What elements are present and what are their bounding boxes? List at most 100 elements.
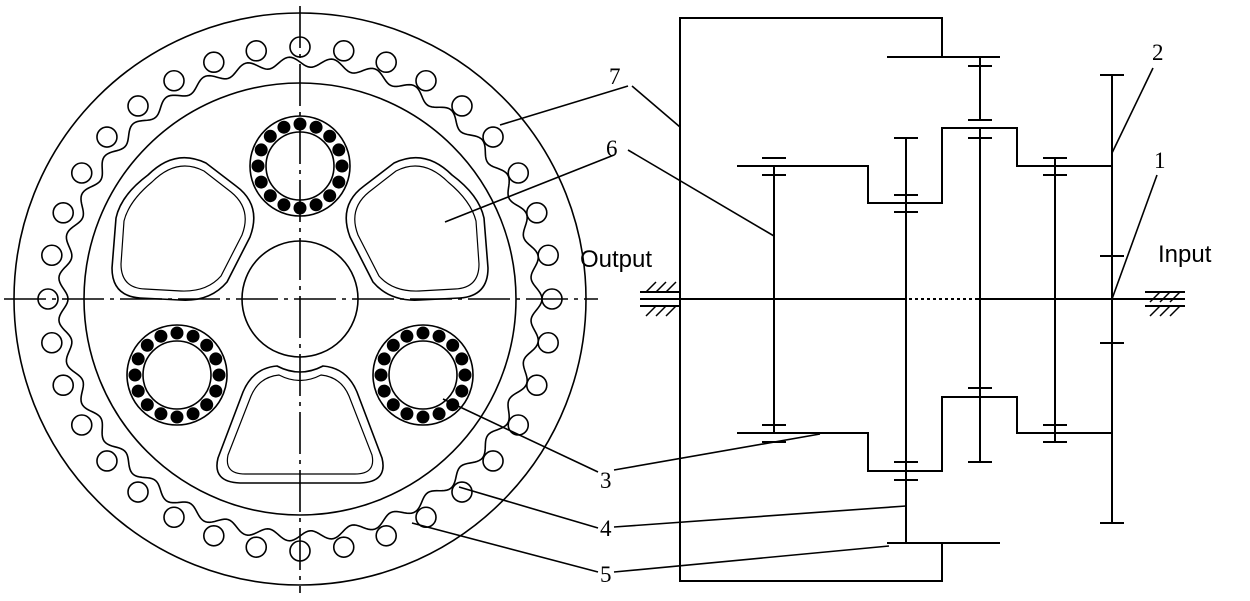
input-label: Input — [1158, 241, 1212, 268]
bearing-ball — [212, 368, 226, 382]
needle-roller — [70, 414, 93, 436]
bearing-ball — [170, 410, 184, 424]
needle-roller — [41, 331, 63, 354]
bearing-ball — [416, 326, 430, 340]
needle-roller — [482, 450, 504, 472]
planet-arm-lower — [737, 396, 1112, 472]
bearing-ball — [263, 189, 277, 203]
needle-roller — [375, 51, 397, 74]
planet-arm-upper — [737, 127, 1112, 204]
bearing-ball — [332, 175, 346, 189]
bearing-ball — [446, 398, 460, 412]
bearing-ball — [128, 368, 142, 382]
output-gear-6 — [762, 157, 786, 443]
bearing-ball — [446, 338, 460, 352]
bearing-ball — [432, 329, 446, 343]
leader-6b — [627, 149, 775, 237]
bearing-ball — [277, 198, 291, 212]
needle-roller — [482, 126, 504, 148]
needle-roller — [332, 40, 355, 62]
leader-lines — [411, 67, 1158, 573]
eccentric-bearing-c — [894, 137, 918, 544]
needle-roller — [163, 69, 185, 92]
leader-2 — [1111, 67, 1154, 154]
part-number-5: 5 — [600, 562, 612, 587]
leader-1 — [1111, 174, 1158, 300]
needle-roller — [537, 331, 559, 354]
bearing-ball — [154, 407, 168, 421]
needle-roller — [96, 126, 118, 148]
leader-6 — [444, 154, 615, 223]
needle-roller — [127, 481, 149, 503]
bearing-bottom-right — [372, 324, 474, 426]
bearing-ball — [186, 329, 200, 343]
needle-roller — [41, 244, 63, 267]
leader-7b — [631, 85, 681, 128]
needle-roller — [52, 374, 75, 396]
bearing-ball — [400, 329, 414, 343]
needle-roller-ring — [37, 36, 563, 562]
lightening-hole-top-right — [345, 156, 489, 301]
needle-roller — [70, 162, 93, 184]
bearing-ball — [309, 120, 323, 134]
needle-roller — [245, 536, 268, 558]
bearing-ball — [154, 329, 168, 343]
bearing-ball — [432, 407, 446, 421]
part-number-1: 1 — [1154, 148, 1166, 173]
output-bearing-symbol — [640, 281, 680, 317]
bearing-ball — [374, 368, 388, 382]
cross-section-view — [4, 6, 598, 593]
needle-roller — [245, 40, 268, 62]
needle-roller — [127, 95, 149, 117]
part-number-2: 2 — [1152, 40, 1164, 65]
needle-roller — [203, 524, 225, 547]
bearing-ball — [332, 143, 346, 157]
bearing-ball — [200, 338, 214, 352]
needle-roller — [415, 69, 437, 92]
bearing-ball — [386, 338, 400, 352]
bearing-ball — [131, 352, 145, 366]
eccentric-bearing-b — [968, 127, 992, 463]
bearing-ball — [323, 129, 337, 143]
bearing-ball — [458, 368, 472, 382]
bearing-ball — [254, 143, 268, 157]
needle-roller — [96, 450, 118, 472]
leader-5b — [613, 545, 890, 573]
bearing-ball — [455, 384, 469, 398]
needle-roller — [163, 506, 185, 529]
needle-roller — [451, 95, 473, 117]
leader-5 — [411, 522, 599, 573]
part-number-6: 6 — [606, 136, 618, 161]
bearing-ball — [140, 398, 154, 412]
bearing-ball — [131, 384, 145, 398]
leader-4 — [458, 486, 599, 529]
bearing-ball — [323, 189, 337, 203]
leader-4b — [613, 505, 907, 528]
part-number-3: 3 — [600, 468, 612, 493]
needle-roller — [525, 374, 548, 396]
needle-roller — [537, 244, 559, 267]
bearing-ball — [209, 384, 223, 398]
bearing-ball — [416, 410, 430, 424]
transmission-schematic — [640, 17, 1185, 582]
bearing-ball — [209, 352, 223, 366]
bearing-ball — [335, 159, 349, 173]
bearing-ball — [400, 407, 414, 421]
bearing-ball — [140, 338, 154, 352]
bearing-ball — [200, 398, 214, 412]
part-number-4: 4 — [600, 516, 612, 541]
needle-roller — [451, 481, 473, 503]
leader-7 — [499, 85, 629, 126]
bearing-ball — [254, 175, 268, 189]
bearing-ball — [263, 129, 277, 143]
part-number-7: 7 — [609, 64, 621, 89]
needle-roller — [525, 202, 548, 224]
needle-roller — [332, 536, 355, 558]
needle-roller — [507, 162, 530, 184]
input-bearing-symbol — [1145, 291, 1185, 317]
output-label: Output — [580, 246, 652, 273]
bearing-ball — [251, 159, 265, 173]
bearing-ball — [170, 326, 184, 340]
